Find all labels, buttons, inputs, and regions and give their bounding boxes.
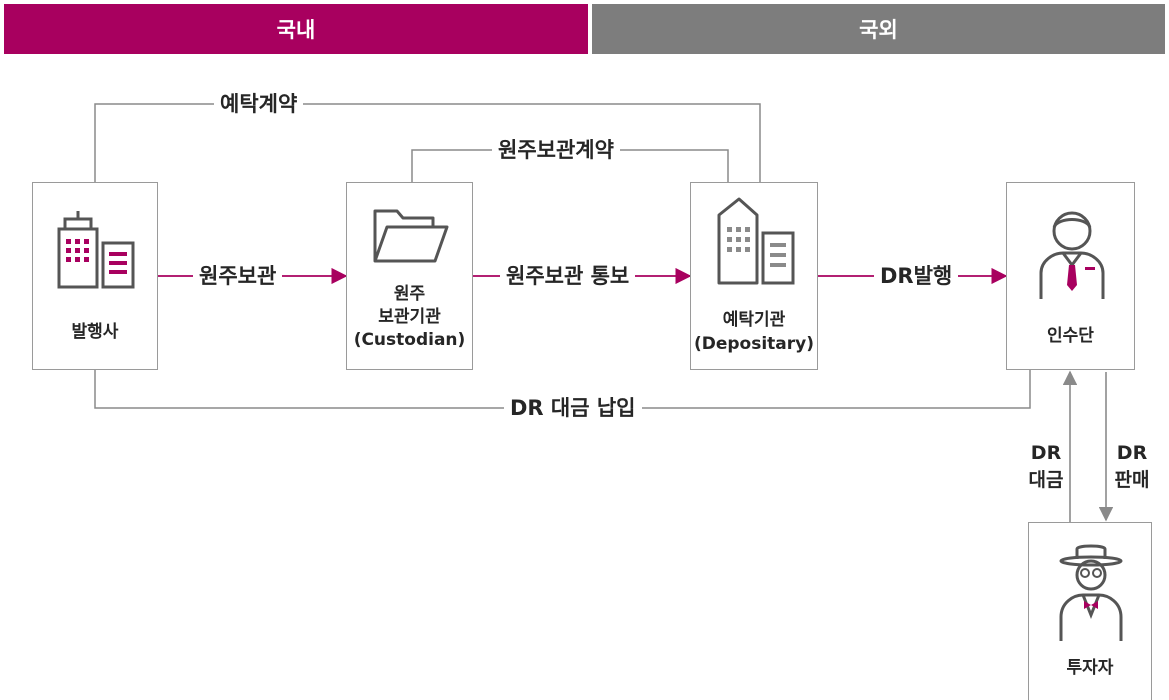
custodian-label-2: 보관기관 — [378, 307, 441, 327]
custody-notice-label: 원주보관 통보 — [500, 263, 636, 289]
dr-sale-label: DR 판매 — [1110, 440, 1154, 494]
depositary-label-1: 예탁기관 — [722, 310, 786, 330]
deposit-contract-label: 예탁계약 — [214, 91, 304, 117]
depositary-label-2: (Depositary) — [693, 334, 815, 354]
underwriter-node: 인수단 — [1006, 182, 1135, 370]
investor-node: 투자자 — [1028, 522, 1152, 700]
dr-sale-line2: 판매 — [1114, 469, 1150, 491]
dr-payment-line2: 대금 — [1028, 469, 1064, 491]
dr-payment-in-label: DR 대금 납입 — [504, 395, 642, 421]
depositary-node: 예탁기관 (Depositary) — [690, 182, 818, 370]
custodian-label-3: (Custodian) — [353, 330, 466, 350]
custody-contract-label: 원주보관계약 — [492, 137, 620, 163]
custodian-node: 원주 보관기관 (Custodian) — [346, 182, 473, 370]
custodian-label-1: 원주 — [393, 284, 426, 304]
investor-label: 투자자 — [1066, 658, 1114, 678]
underwriter-label: 인수단 — [1047, 326, 1094, 346]
investor-icon — [1059, 544, 1123, 641]
domestic-label: 국내 — [276, 18, 316, 42]
dr-payment-label: DR 대금 — [1024, 440, 1068, 494]
dr-payment-line1: DR — [1030, 442, 1062, 464]
depositary-building-icon — [717, 197, 795, 285]
businessman-icon — [1039, 211, 1105, 299]
issuer-label: 발행사 — [71, 322, 119, 342]
dr-issue-label: DR발행 — [874, 263, 959, 289]
custody-label: 원주보관 — [193, 263, 283, 289]
deposit-contract-line — [94, 103, 761, 182]
overseas-banner: 국외 — [592, 4, 1165, 54]
dr-sale-line1: DR — [1116, 442, 1148, 464]
issuer-node: 발행사 — [32, 182, 158, 370]
domestic-banner: 국내 — [4, 4, 588, 54]
building-icon — [57, 211, 135, 289]
overseas-label: 국외 — [859, 18, 898, 42]
folder-icon — [373, 209, 449, 263]
